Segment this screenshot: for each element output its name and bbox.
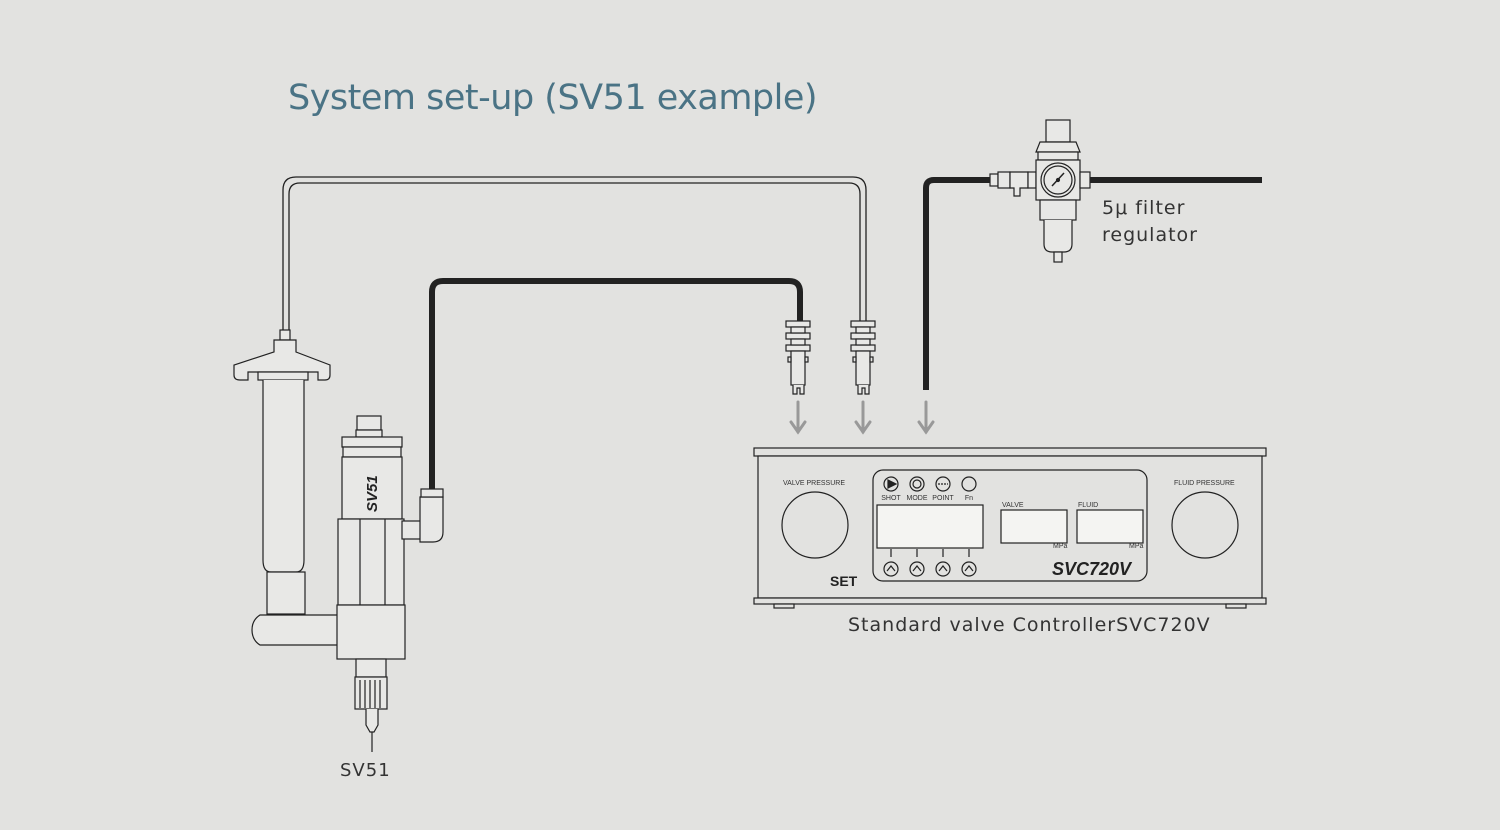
filter-label-line2: regulator (1102, 224, 1198, 246)
page-title: System set-up (SV51 example) (288, 78, 818, 118)
main-display (876, 504, 984, 549)
valve-pressure-label: VALVE PRESSURE (783, 480, 845, 487)
valve-unit: MPa (1053, 543, 1068, 550)
valve-air-line (429, 278, 803, 490)
fluid-unit: MPa (1129, 543, 1144, 550)
connector-valve (785, 320, 811, 395)
fluid-tube (282, 176, 867, 332)
filter-label-line1: 5μ filter (1102, 197, 1186, 219)
sv51-label: SV51 (340, 760, 391, 781)
button-label-shot: SHOT (881, 495, 901, 502)
fluid-display-label: FLUID (1078, 502, 1098, 509)
fluid-pressure-gauge (1171, 491, 1239, 559)
fluid-pressure-label: FLUID PRESSURE (1174, 480, 1235, 487)
arrow-valve-icon (789, 400, 807, 435)
button-label-fn: Fn (965, 495, 973, 502)
brand-logo: SET (830, 573, 858, 589)
controller-label: Standard valve ControllerSVC720V (848, 614, 1211, 636)
arrow-fluid-icon (854, 400, 872, 435)
valve-display-label: VALVE (1002, 502, 1024, 509)
syringe-icon (233, 329, 343, 646)
button-label-mode: MODE (907, 495, 928, 502)
sv51-valve-icon (336, 415, 444, 752)
sv51-body-text: SV51 (364, 475, 381, 512)
valve-display (1000, 509, 1068, 544)
fluid-display (1076, 509, 1144, 544)
filter-regulator-label: 5μ filter regulator (1102, 195, 1198, 249)
arrow-supply-icon (917, 400, 935, 435)
button-label-point: POINT (932, 495, 954, 502)
connector-fluid (850, 320, 876, 395)
valve-pressure-gauge (781, 491, 849, 559)
controller-icon (753, 447, 1267, 609)
supply-air-line (923, 177, 992, 390)
model-name: SVC720V (1052, 559, 1133, 579)
filter-regulator-icon (989, 119, 1091, 263)
